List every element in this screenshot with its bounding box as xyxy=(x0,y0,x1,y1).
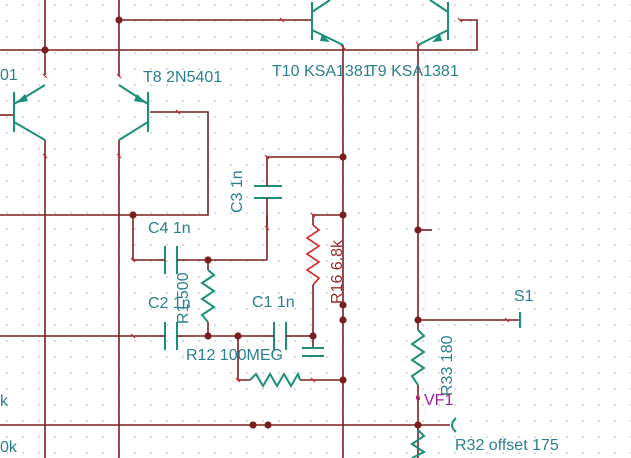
label-t8: T8 2N5401 xyxy=(143,69,222,86)
label-c3: C3 1n xyxy=(229,170,246,213)
label-t9: T9 KSA1381 xyxy=(368,63,459,80)
pin-markers xyxy=(42,17,510,401)
label-c2: C2 1n xyxy=(148,295,191,312)
label-t10: T10 KSA1381 xyxy=(272,63,372,80)
capacitor-c4[interactable] xyxy=(155,246,187,274)
label-s1: S1 xyxy=(514,288,534,305)
capacitor-c2[interactable] xyxy=(155,322,187,350)
transistor-t9[interactable] xyxy=(417,0,449,46)
label-r16: R16 6.8k xyxy=(329,239,346,304)
capacitor-c3[interactable] xyxy=(254,180,282,203)
label-r12: R12 100MEG xyxy=(186,347,283,364)
resistor-r12[interactable] xyxy=(249,371,301,388)
label-c1: C1 1n xyxy=(252,294,295,311)
label-r32: R32 offset 175 xyxy=(455,437,559,454)
capacitor-c1[interactable] xyxy=(263,322,297,350)
label-left-transistor: 01 xyxy=(0,67,18,84)
label-r1: R1 500 xyxy=(175,272,192,324)
resistor-r1[interactable] xyxy=(200,269,216,323)
label-c4: C4 1n xyxy=(148,220,191,237)
resistor-r32[interactable] xyxy=(410,429,426,458)
capacitor-small-c1[interactable] xyxy=(302,347,324,357)
label-vf1: VF1 xyxy=(424,392,453,409)
transistor-left-partial[interactable] xyxy=(13,84,46,141)
label-r33: R33 180 xyxy=(439,335,456,396)
label-left-0k: 0k xyxy=(0,439,18,456)
resistor-r33[interactable] xyxy=(410,329,426,386)
junction-dots xyxy=(41,16,422,429)
transistor-t8[interactable] xyxy=(118,84,149,141)
transistor-t10[interactable] xyxy=(311,0,344,46)
label-left-k: k xyxy=(0,393,9,410)
wires xyxy=(0,0,520,458)
labels: 01 T8 2N5401 T10 KSA1381 T9 KSA1381 C3 1… xyxy=(0,63,559,456)
resistor-r16[interactable] xyxy=(305,224,321,286)
